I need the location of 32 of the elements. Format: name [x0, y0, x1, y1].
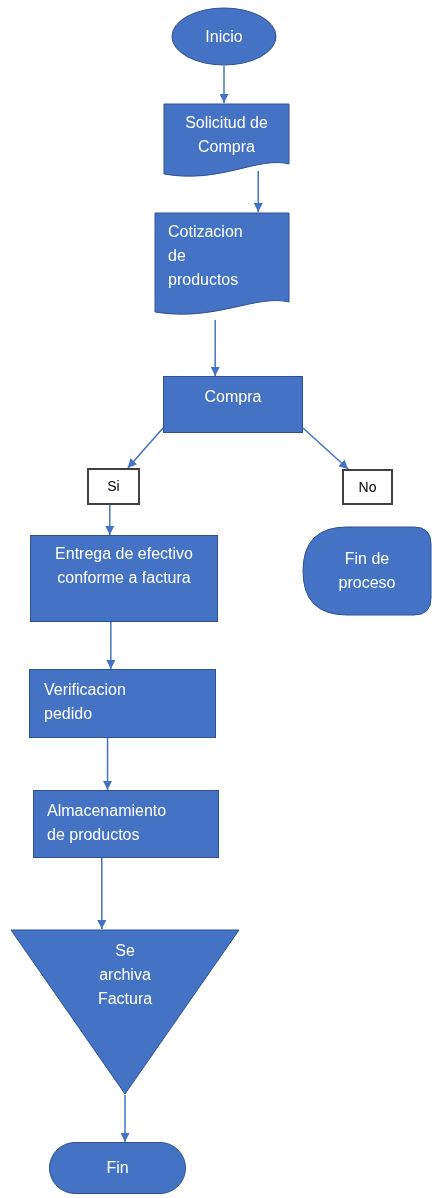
- arrow: [97, 857, 107, 930]
- node-text: Inicio: [205, 26, 243, 47]
- answer-box: [87, 468, 140, 505]
- node-text: Verificacion pedido: [44, 681, 126, 722]
- node-text: Se archiva Factura: [96, 941, 154, 1009]
- node-text: Cotizacion de productos: [168, 223, 243, 288]
- arrow: [127, 427, 164, 469]
- node-text: Si: [107, 477, 120, 496]
- node-text: Entrega de efectivo conforme a factura: [55, 545, 193, 586]
- terminator-shape: [302, 526, 432, 616]
- arrow: [210, 319, 220, 377]
- node-text: Compra: [204, 388, 262, 405]
- node-text: Fin: [106, 1158, 129, 1178]
- answer-box: [342, 469, 393, 505]
- arrow: [106, 621, 116, 670]
- triangle-shape: [10, 929, 240, 1095]
- arrow: [105, 504, 115, 536]
- arrow: [219, 65, 229, 104]
- node-text: Solicitud de Compra: [185, 114, 268, 155]
- terminator-shape: [49, 1142, 186, 1194]
- arrow: [120, 1094, 130, 1143]
- process-box: [163, 376, 303, 433]
- arrow: [253, 170, 263, 213]
- start-ellipse: [171, 7, 277, 66]
- arrow: [103, 737, 113, 791]
- process-box: [30, 535, 218, 622]
- process-box: [33, 790, 219, 858]
- process-box: [29, 669, 216, 738]
- node-text: Fin de proceso: [337, 549, 397, 593]
- node-text: Almacenamiento de productos: [47, 802, 167, 843]
- arrow: [302, 427, 349, 470]
- node-text: No: [358, 477, 377, 497]
